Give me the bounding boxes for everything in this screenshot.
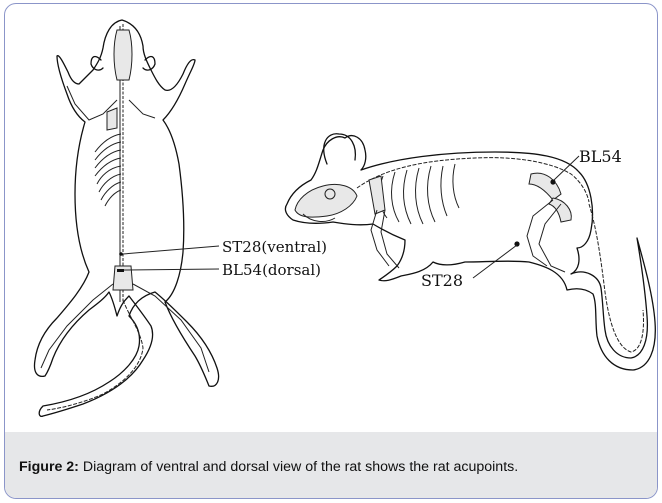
ventral-ribcage xyxy=(95,134,121,206)
lateral-ribcage xyxy=(380,164,459,224)
bl54-dorsal-label: BL54(dorsal) xyxy=(222,261,321,279)
bl54-dorsal-leader xyxy=(124,269,219,270)
st28-label: ST28 xyxy=(421,271,463,290)
figure-label: Figure 2: xyxy=(19,459,79,475)
rat-acupoint-diagram: ST28(ventral) BL54(dorsal) xyxy=(5,4,657,432)
caption-band: Figure 2: Diagram of ventral and dorsal … xyxy=(5,432,657,498)
figure-frame: ST28(ventral) BL54(dorsal) xyxy=(4,3,658,499)
lateral-tail-bones xyxy=(589,204,644,352)
ventral-view-rat: ST28(ventral) BL54(dorsal) xyxy=(34,20,327,416)
bl54-label: BL54 xyxy=(579,147,622,166)
st28-ventral-label: ST28(ventral) xyxy=(222,238,327,256)
lateral-view-rat: BL54 ST28 xyxy=(285,134,655,370)
caption-text: Diagram of ventral and dorsal view of th… xyxy=(79,459,518,475)
st28-ventral-leader xyxy=(123,246,219,254)
bl54-dorsal-marker xyxy=(117,269,124,272)
figure-caption: Figure 2: Diagram of ventral and dorsal … xyxy=(19,458,643,477)
st28-ventral-marker xyxy=(119,252,123,256)
bl54-marker xyxy=(550,179,555,184)
